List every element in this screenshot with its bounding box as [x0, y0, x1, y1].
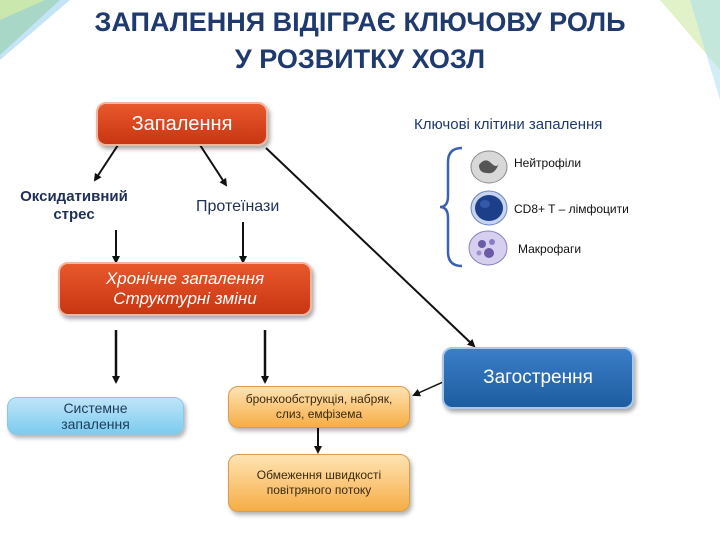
inflammation-label: Запалення: [131, 112, 233, 135]
decorative-corner-top-right: [660, 0, 720, 100]
page-title-line-2: У РОЗВИТКУ ХОЗЛ: [234, 44, 486, 74]
neutrophils-label: Нейтрофіли: [514, 156, 582, 170]
page-title-line-1: ЗАПАЛЕННЯ ВІДІГРАЄ КЛЮЧОВУ РОЛЬ: [94, 7, 626, 37]
bronchoobstruction-box: бронхообструкція, набряк, слиз, емфізема: [228, 386, 410, 428]
airflow-limitation-box: Обмеження швидкості повітряного потоку: [228, 454, 410, 512]
arrow-inflammation-to-proteinases: [199, 144, 228, 187]
proteinases-label: Протеїнази: [196, 198, 280, 215]
systemic-inflammation-label: Системне запалення: [61, 400, 130, 432]
decorative-corner-top-left: [0, 0, 70, 60]
arrow-inflammation-to-oxidative: [93, 144, 119, 182]
systemic-inflammation-box: Системне запалення: [7, 397, 184, 435]
cd8-lymphocytes-label: CD8+ T – лімфоцити: [514, 202, 629, 216]
cd8-lymphocyte-icon: [470, 190, 508, 226]
key-cells-heading: Ключові клітини запалення: [414, 116, 603, 133]
macrophage-icon: [468, 230, 508, 266]
airflow-limitation-label: Обмеження швидкості повітряного потоку: [256, 468, 382, 497]
neutrophil-icon: [470, 150, 508, 184]
bronchoobstruction-label: бронхообструкція, набряк, слиз, емфізема: [245, 392, 393, 421]
structural-changes-label: Структурні зміни: [113, 289, 257, 308]
chronic-inflammation-box: Хронічне запалення Структурні зміни: [58, 262, 312, 316]
inflammation-box: Запалення: [96, 102, 268, 146]
chronic-inflammation-label: Хронічне запалення: [105, 269, 265, 288]
oxidative-stress-label: Оксидативний стрес: [20, 188, 128, 223]
exacerbation-box: Загострення: [442, 347, 634, 409]
arrow-inflammation-to-exacerbation: [265, 147, 476, 348]
exacerbation-label: Загострення: [483, 367, 593, 388]
key-cells-brace: [439, 146, 463, 268]
macrophages-label: Макрофаги: [518, 242, 582, 256]
